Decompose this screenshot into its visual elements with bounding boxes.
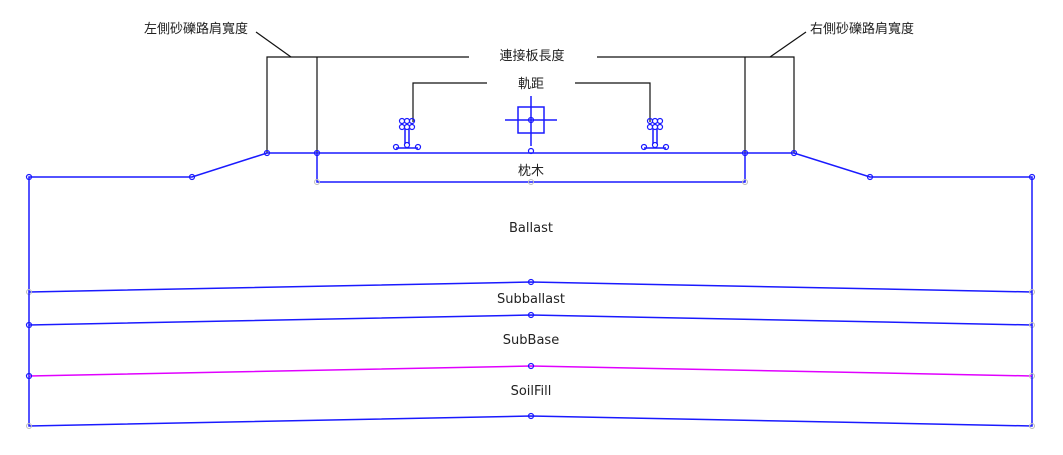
left-rail-icon[interactable] — [392, 117, 422, 151]
soilfill-label: SoilFill — [511, 384, 552, 399]
ballast-layer[interactable] — [25, 149, 1036, 295]
ballast-label: Ballast — [509, 221, 553, 236]
subballast-label: Subballast — [497, 292, 565, 307]
left-shoulder-label: 左側砂礫路肩寬度 — [144, 21, 248, 37]
gauge-label: 軌距 — [518, 76, 544, 92]
plate-length-label: 連接板長度 — [499, 48, 564, 64]
subbase-layer[interactable] — [25, 325, 1035, 380]
subbase-label: SubBase — [503, 333, 559, 348]
right-rail-icon[interactable] — [640, 117, 670, 151]
right-shoulder-label: 右側砂礫路肩寬度 — [810, 21, 914, 37]
subballast-layer[interactable] — [25, 292, 1035, 329]
dimension-lines — [255, 31, 807, 153]
sleeper-label: 枕木 — [518, 164, 544, 179]
centerline-marker[interactable] — [505, 96, 557, 146]
soilfill-layer[interactable] — [26, 376, 1035, 429]
